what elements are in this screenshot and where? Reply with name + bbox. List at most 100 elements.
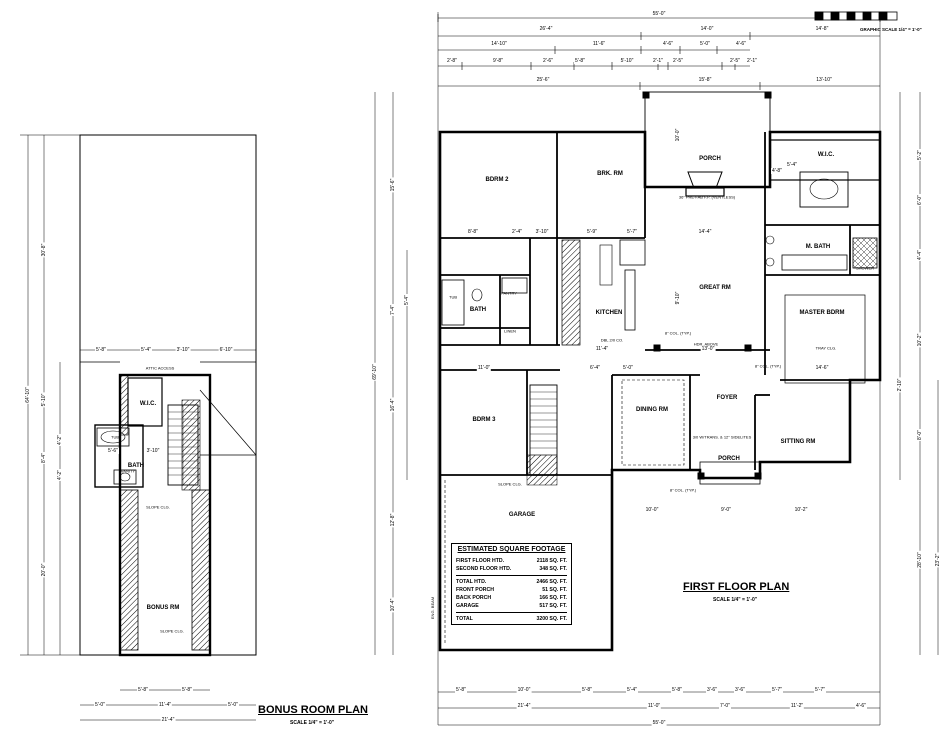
garage-label: GARAGE: [508, 512, 536, 518]
dim-top: 4'-6": [662, 41, 674, 47]
pantry-label: PANTRY: [501, 290, 517, 296]
dim-interior: 5'-7": [626, 229, 638, 235]
sqft-label: TOTAL HTD.: [456, 579, 487, 585]
dim-interior: 11'-4": [594, 346, 610, 352]
dim-right: 5'-2": [917, 149, 923, 161]
dim-top: 5'-0": [699, 41, 711, 47]
first-floor-plan-title: FIRST FLOOR PLAN: [683, 581, 790, 593]
master-wic-label: W.I.C.: [817, 152, 835, 158]
dim-interior: 10'-2": [793, 507, 809, 513]
dim-top: 5'-10": [619, 58, 635, 64]
master-bdrm-label: MASTER BDRM: [799, 310, 845, 316]
bonus-dim: 8'-4": [41, 452, 47, 464]
tub-label: TUB: [449, 294, 457, 300]
sqft-value: 166 SQ. FT.: [539, 595, 567, 601]
bonus-dim: 5'-10": [41, 392, 47, 408]
dim-right: 10'-2": [917, 332, 923, 348]
eng-beam-note: ENG. BEAM: [430, 595, 436, 621]
dim-interior: 14'-6": [814, 365, 830, 371]
sqft-value: 3200 SQ. FT.: [536, 616, 567, 622]
dim-bottom: 3'-6": [706, 687, 718, 693]
tray-clg-note: TRAY CLG.: [815, 345, 837, 351]
bonus-dim: 5'-0": [94, 702, 106, 708]
bonus-rm-label: BONUS RM: [146, 605, 180, 611]
bonus-tub-label: TUB: [111, 434, 119, 440]
bdrm2-label: BDRM 2: [485, 177, 509, 183]
dim-bottom: 21'-4": [516, 703, 532, 709]
dim-top: 2'-8": [446, 58, 458, 64]
dim-left: 10'-4": [390, 597, 396, 613]
garage-slope-clg-note: SLOPE CLG.: [498, 481, 522, 487]
bonus-dim: 5'-6": [107, 448, 119, 454]
dim-bottom: 3'-6": [734, 687, 746, 693]
bonus-dim: 5'-4": [140, 347, 152, 353]
bonus-dim: 6'-10": [218, 347, 234, 353]
dim-right: 2'-10": [897, 377, 903, 393]
sqft-label: TOTAL: [456, 616, 473, 622]
dim-right: 6'-0": [917, 194, 923, 206]
dim-top: 14'-8": [814, 26, 830, 32]
dim-bottom: 7'-0": [719, 703, 731, 709]
dim-right: 23'-2": [935, 552, 941, 568]
sqft-row: TOTAL HTD. 2466 SQ. FT.: [456, 578, 567, 586]
dim-left: 16'-4": [390, 397, 396, 413]
dim-left: 7'-4": [390, 304, 396, 316]
dim-interior: 9'-0": [720, 507, 732, 513]
sqft-row: BACK PORCH 166 SQ. FT.: [456, 594, 567, 602]
dim-bottom-overall: 55'-0": [651, 720, 667, 726]
dim-bottom: 5'-8": [581, 687, 593, 693]
fireplace-note: 36" PRE-FAB F.P. (VENTLESS): [678, 194, 736, 200]
dbl-co-note: DBL 2/0 CO.: [600, 337, 624, 343]
dim-interior: 14'-4": [697, 229, 713, 235]
bonus-dim: 21'-4": [160, 717, 176, 723]
dim-bottom: 5'-7": [771, 687, 783, 693]
dim-right: 28'-10": [917, 551, 923, 569]
shower-label: SHOWER: [856, 265, 874, 271]
bonus-dim: 20'-0": [41, 562, 47, 578]
col-typ-note: 8" COL. (TYP.): [664, 330, 692, 336]
dim-top: 15'-8": [697, 77, 713, 83]
dim-interior: 5'-4": [786, 162, 798, 168]
dim-interior: 10'-0": [644, 507, 660, 513]
dim-right: 8'-0": [917, 429, 923, 441]
dim-interior: 4'-8": [771, 168, 783, 174]
bonus-dim: 4'-2": [57, 434, 63, 446]
hdr-above-note: HDR. ABOVE: [693, 341, 719, 347]
bonus-dim: 64'-10": [25, 386, 31, 404]
dim-right: 4'-4": [917, 249, 923, 261]
dim-top: 5'-8": [574, 58, 586, 64]
great-rm-label: GREAT RM: [699, 285, 731, 291]
col-typ-note-2: 8" COL. (TYP.): [754, 363, 782, 369]
dim-left: 15'-6": [390, 177, 396, 193]
sqft-label: GARAGE: [456, 603, 479, 609]
sqft-divider: [456, 575, 567, 576]
sqft-label: BACK PORCH: [456, 595, 492, 601]
bdrm3-label: BDRM 3: [472, 417, 496, 423]
dim-left-overall: 69'-10": [372, 363, 378, 381]
dim-top: 11'-6": [591, 41, 607, 47]
col-typ-note-3: 8" COL. (TYP.): [669, 487, 697, 493]
sqft-value: 348 SQ. FT.: [539, 566, 567, 572]
bonus-room-plan-title: BONUS ROOM PLAN: [258, 704, 368, 716]
sqft-divider: [456, 612, 567, 613]
bonus-wic-label: W.I.C.: [139, 401, 157, 407]
bonus-slope-clg-label: SLOPE CLG.: [146, 504, 170, 510]
linen-label: LINEN: [504, 328, 516, 334]
dim-top: 14'-10": [490, 41, 508, 47]
sqft-label: FRONT PORCH: [456, 587, 495, 593]
bonus-dim: 5'-8": [181, 687, 193, 693]
bonus-dim: 5'-8": [95, 347, 107, 353]
sqft-row: TOTAL 3200 SQ. FT.: [456, 615, 567, 623]
dim-interior: 3'-10": [534, 229, 550, 235]
dim-top: 2'-5": [672, 58, 684, 64]
sqft-label: SECOND FLOOR HTD.: [456, 566, 512, 572]
kitchen-label: KITCHEN: [595, 310, 623, 316]
bonus-dim: 4'-2": [57, 469, 63, 481]
dim-bottom: 5'-8": [455, 687, 467, 693]
rear-porch-label: PORCH: [699, 156, 721, 162]
sqft-value: 2466 SQ. FT.: [536, 579, 567, 585]
dim-left: 5'-4": [404, 294, 410, 306]
dim-interior: 5'-9": [586, 229, 598, 235]
